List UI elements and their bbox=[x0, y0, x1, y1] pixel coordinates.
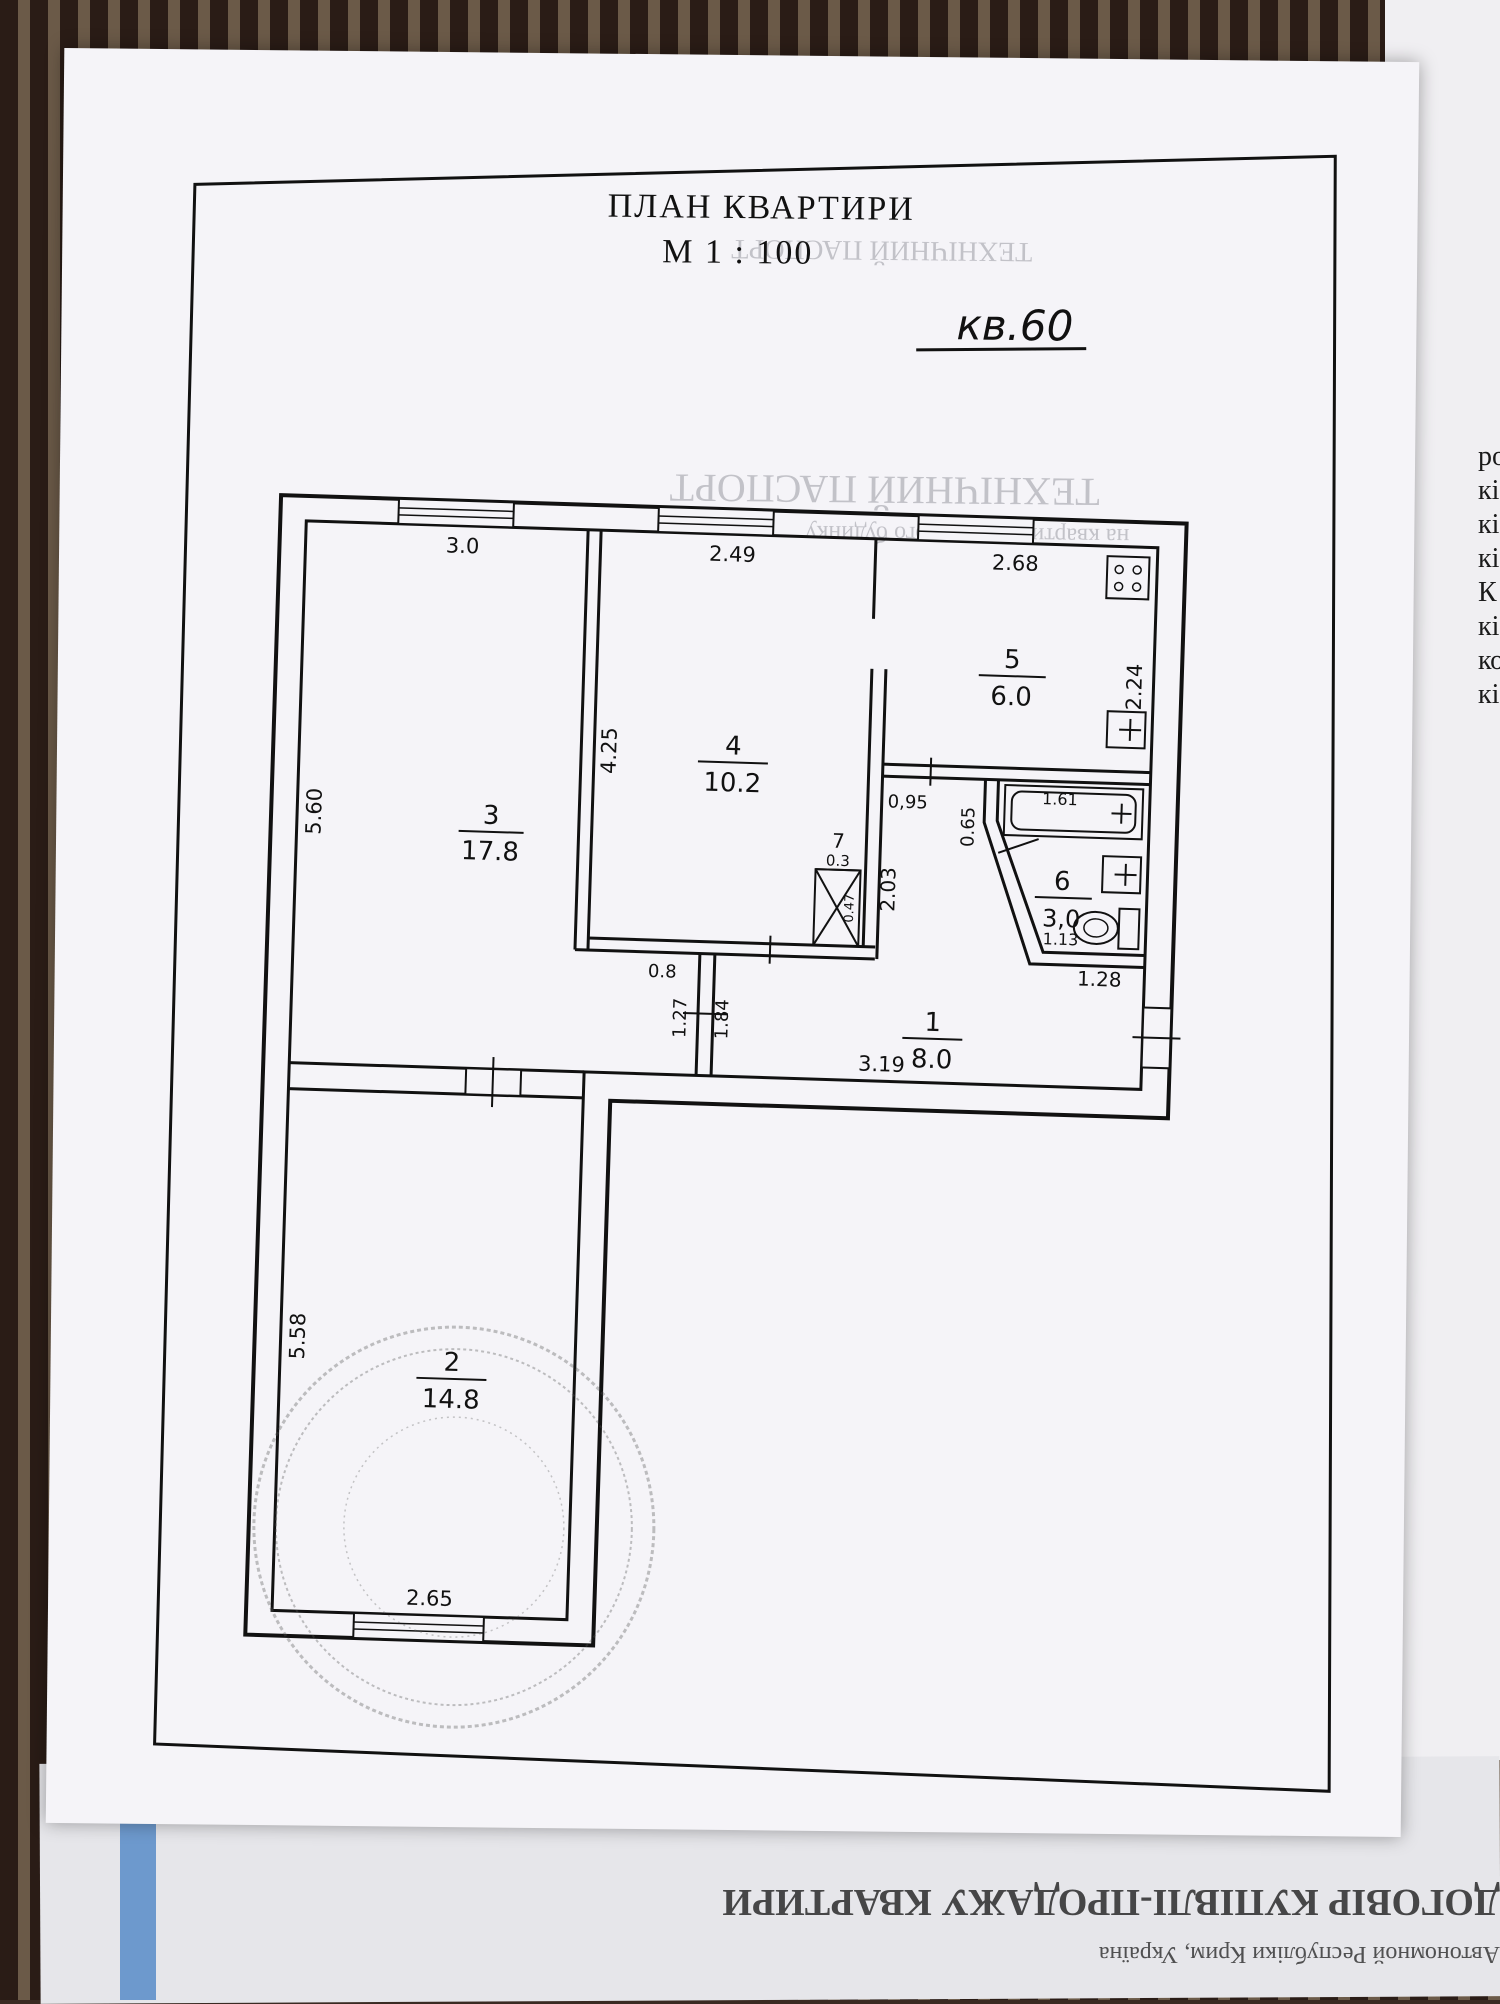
plan-title: ПЛАН КВАРТИРИ bbox=[608, 188, 915, 228]
window-room5 bbox=[916, 514, 1035, 545]
dim-2-68: 2.68 bbox=[992, 550, 1039, 575]
dim-3-19: 3.19 bbox=[858, 1052, 905, 1077]
svg-text:6: 6 bbox=[1054, 867, 1071, 898]
apartment-underline bbox=[916, 347, 1087, 352]
floor-plan: 3 17.8 4 10.2 5 6.0 6 3,0 7 0.3 bbox=[243, 493, 1189, 1648]
closet-7-top bbox=[815, 868, 861, 872]
wall-room4-room5-inner bbox=[875, 669, 888, 960]
svg-text:4: 4 bbox=[725, 731, 742, 762]
room-1: 1 8.0 bbox=[902, 1008, 963, 1075]
svg-text:8.0: 8.0 bbox=[911, 1044, 953, 1075]
door-room5-mark bbox=[929, 757, 933, 786]
room-4: 4 10.2 bbox=[697, 731, 768, 800]
wall-room5-room6-inner bbox=[882, 774, 1151, 787]
door-room4-mark bbox=[768, 935, 772, 964]
dim-5-58: 5.58 bbox=[285, 1312, 310, 1359]
wall-bathroom-inner bbox=[995, 779, 1146, 957]
svg-text:5: 5 bbox=[1004, 645, 1021, 676]
underlying-line: Автономной Республіки Крим, Україна bbox=[1098, 1941, 1500, 1967]
door-hall-mark bbox=[682, 1012, 729, 1016]
floor-plan-drawing: ТЕХНІЧНИЙ ПАСПОРТ ТЕХНІЧНИЙ ПАСПОРТ на к… bbox=[153, 154, 1337, 1793]
plan-scale: М 1 : 100 bbox=[662, 233, 814, 272]
svg-text:17.8: 17.8 bbox=[461, 836, 520, 868]
dim-4-25: 4.25 bbox=[596, 727, 621, 774]
dim-3-0: 3.0 bbox=[446, 533, 480, 558]
closet-7-cross-b bbox=[812, 869, 862, 946]
room-3: 3 17.8 bbox=[458, 801, 524, 868]
page-frame bbox=[153, 154, 1337, 1793]
dim-1-27: 1.27 bbox=[669, 998, 691, 1039]
door-entrance bbox=[1132, 1006, 1181, 1070]
svg-text:7: 7 bbox=[832, 829, 845, 853]
dim-1-13: 1.13 bbox=[1042, 929, 1078, 949]
dim-0-95: 0,95 bbox=[887, 791, 928, 813]
wall-room3-room2 bbox=[289, 1061, 585, 1074]
door-bathroom-mark bbox=[997, 838, 1039, 854]
svg-text:14.8: 14.8 bbox=[421, 1384, 480, 1416]
bathtub-icon bbox=[1002, 783, 1145, 841]
svg-text:3,0: 3,0 bbox=[1042, 904, 1081, 933]
adjacent-document-text: ро кі кі кі К кі ко кі bbox=[1478, 441, 1500, 710]
dim-2-65: 2.65 bbox=[406, 1586, 453, 1611]
washbasin-icon bbox=[1100, 855, 1143, 895]
kitchen-sink-icon bbox=[1105, 710, 1147, 750]
wall-room3-room4 bbox=[573, 529, 590, 950]
svg-text:ТЕХНІЧНИЙ ПАСПОРТ: ТЕХНІЧНИЙ ПАСПОРТ bbox=[669, 465, 1099, 515]
wall-room3-room4-inner bbox=[586, 530, 603, 951]
svg-text:0.3: 0.3 bbox=[826, 851, 850, 870]
dim-5-60: 5.60 bbox=[301, 788, 326, 835]
svg-text:10.2: 10.2 bbox=[703, 768, 762, 800]
svg-text:3: 3 bbox=[482, 801, 499, 832]
wall-room4-room5-top bbox=[871, 538, 878, 619]
window-room3 bbox=[397, 497, 516, 529]
room-2: 2 14.8 bbox=[416, 1348, 487, 1416]
dim-1-61: 1.61 bbox=[1042, 789, 1078, 809]
floor-plan-sheet: ТЕХНІЧНИЙ ПАСПОРТ ТЕХНІЧНИЙ ПАСПОРТ на к… bbox=[45, 47, 1420, 1838]
svg-text:6.0: 6.0 bbox=[990, 682, 1032, 713]
wall-bathroom bbox=[982, 779, 1145, 969]
window-room2 bbox=[352, 1611, 485, 1644]
toilet-icon bbox=[1072, 907, 1141, 951]
svg-text:2: 2 bbox=[443, 1348, 460, 1379]
bleed-through-text: ТЕХНІЧНИЙ ПАСПОРТ ТЕХНІЧНИЙ ПАСПОРТ на к… bbox=[669, 233, 1129, 549]
dim-1-28: 1.28 bbox=[1077, 966, 1122, 991]
wall-room3-room2-inner bbox=[288, 1087, 584, 1100]
stove-icon bbox=[1105, 555, 1151, 601]
room-7: 7 0.3 bbox=[826, 829, 850, 871]
dim-0-8: 0.8 bbox=[648, 961, 677, 983]
window-room4 bbox=[657, 505, 775, 537]
dim-2-49: 2.49 bbox=[709, 542, 756, 567]
door-room3-room2 bbox=[464, 1057, 523, 1108]
underlying-heading: ДОГОВІР КУПІВЛІ-ПРОДАЖУ КВАРТИРИ bbox=[722, 1881, 1500, 1923]
svg-text:1: 1 bbox=[924, 1008, 941, 1039]
wall-room4-room5 bbox=[861, 668, 874, 947]
apartment-number: кв.60 bbox=[956, 300, 1073, 350]
blue-binding-strip bbox=[120, 1810, 156, 2000]
dim-2-24: 2.24 bbox=[1122, 663, 1147, 710]
official-stamp bbox=[252, 1325, 656, 1729]
room-6: 6 3,0 bbox=[1034, 867, 1092, 933]
dim-1-84: 1.84 bbox=[711, 999, 733, 1040]
outer-wall-outline bbox=[243, 493, 1189, 1648]
dim-2-03: 2.03 bbox=[875, 867, 900, 912]
wall-room4-hall bbox=[574, 948, 875, 961]
dim-0-65: 0.65 bbox=[957, 807, 979, 848]
room-5: 5 6.0 bbox=[978, 645, 1046, 713]
dimension-labels: 3.0 2.49 2.68 5.60 4.25 2.24 0,95 0.65 1… bbox=[285, 533, 1147, 1611]
svg-text:ТЕХНІЧНИЙ ПАСПОРТ: ТЕХНІЧНИЙ ПАСПОРТ bbox=[731, 233, 1032, 267]
wall-room5-room6 bbox=[882, 762, 1151, 775]
dim-0-47: 0.47 bbox=[842, 893, 858, 922]
